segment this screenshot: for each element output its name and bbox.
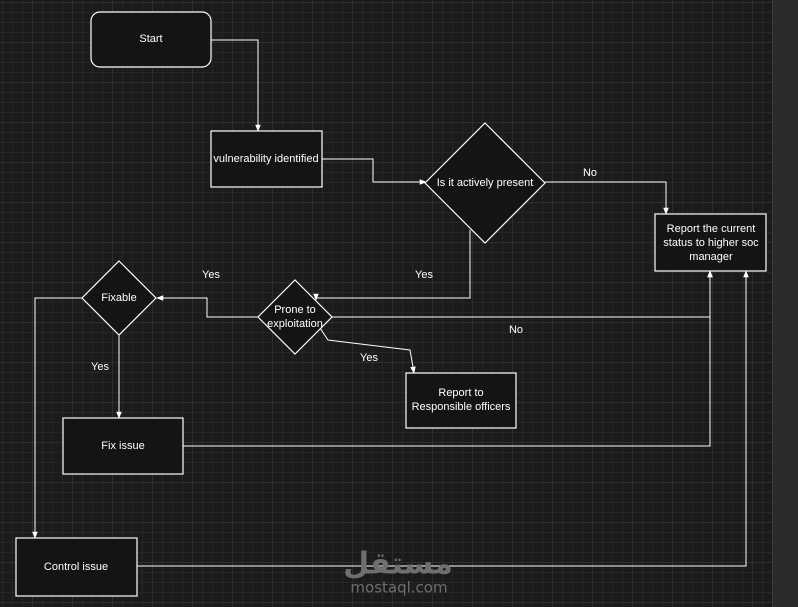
node-report-manager-line-2: status to higher soc xyxy=(663,237,759,249)
node-actively-present-decision[interactable]: Is it actively present xyxy=(424,122,546,244)
edge-vulnerability-to-actively-present xyxy=(322,158,427,185)
mostaql-watermark: مستقل mostaql.com xyxy=(343,547,453,597)
edge-control-issue-to-report-manager xyxy=(137,270,749,567)
edge-fixable-to-control-issue xyxy=(32,297,82,539)
edge-label-yes-prone-report: Yes xyxy=(360,352,378,364)
edge-label-no-prone: No xyxy=(509,324,523,336)
node-prone-decision[interactable]: Prone to exploitation xyxy=(257,279,333,355)
node-prone-line-2: exploitation xyxy=(267,318,323,330)
node-fix-issue-label: Fix issue xyxy=(101,440,144,452)
node-prone-line-1: Prone to xyxy=(274,304,316,316)
node-report-officers-line-2: Responsible officers xyxy=(412,401,511,413)
vertical-scrollbar[interactable] xyxy=(772,0,798,607)
edge-prone-to-fixable xyxy=(156,295,258,318)
diagram-canvas[interactable] xyxy=(0,0,772,607)
node-vulnerability-identified[interactable]: vulnerability identified xyxy=(210,130,323,188)
edge-label-yes-fixable: Yes xyxy=(91,361,109,373)
edge-actively-present-no xyxy=(545,181,669,215)
node-report-officers[interactable]: Report to Responsible officers xyxy=(405,372,517,429)
node-fixable-label: Fixable xyxy=(101,292,136,304)
node-control-issue[interactable]: Control issue xyxy=(15,537,138,597)
node-report-officers-line-1: Report to xyxy=(438,387,483,399)
node-report-manager-line-3: manager xyxy=(689,251,733,263)
node-actively-present-label: Is it actively present xyxy=(437,177,534,189)
edge-prone-to-report-officers xyxy=(317,324,416,374)
edge-fix-issue-to-report-manager xyxy=(183,270,713,447)
node-fix-issue[interactable]: Fix issue xyxy=(62,417,184,475)
watermark-arabic-text: مستقل xyxy=(343,547,453,582)
node-report-manager-line-1: Report the current xyxy=(667,223,756,235)
edge-actively-present-yes xyxy=(313,230,471,301)
node-report-manager[interactable]: Report the current status to higher soc … xyxy=(654,213,767,272)
edge-label-yes-prone-fixable: Yes xyxy=(202,269,220,281)
node-fixable-decision[interactable]: Fixable xyxy=(81,260,157,336)
node-control-issue-label: Control issue xyxy=(44,561,108,573)
watermark-latin-text: mostaql.com xyxy=(350,579,447,597)
edge-start-to-vulnerability xyxy=(211,39,261,132)
node-start-label: Start xyxy=(139,33,162,45)
edge-label-yes-active: Yes xyxy=(415,269,433,281)
node-vulnerability-label: vulnerability identified xyxy=(213,153,318,165)
edge-label-no-active: No xyxy=(583,167,597,179)
edge-prone-to-report-manager xyxy=(332,270,713,318)
node-start[interactable]: Start xyxy=(90,11,212,68)
